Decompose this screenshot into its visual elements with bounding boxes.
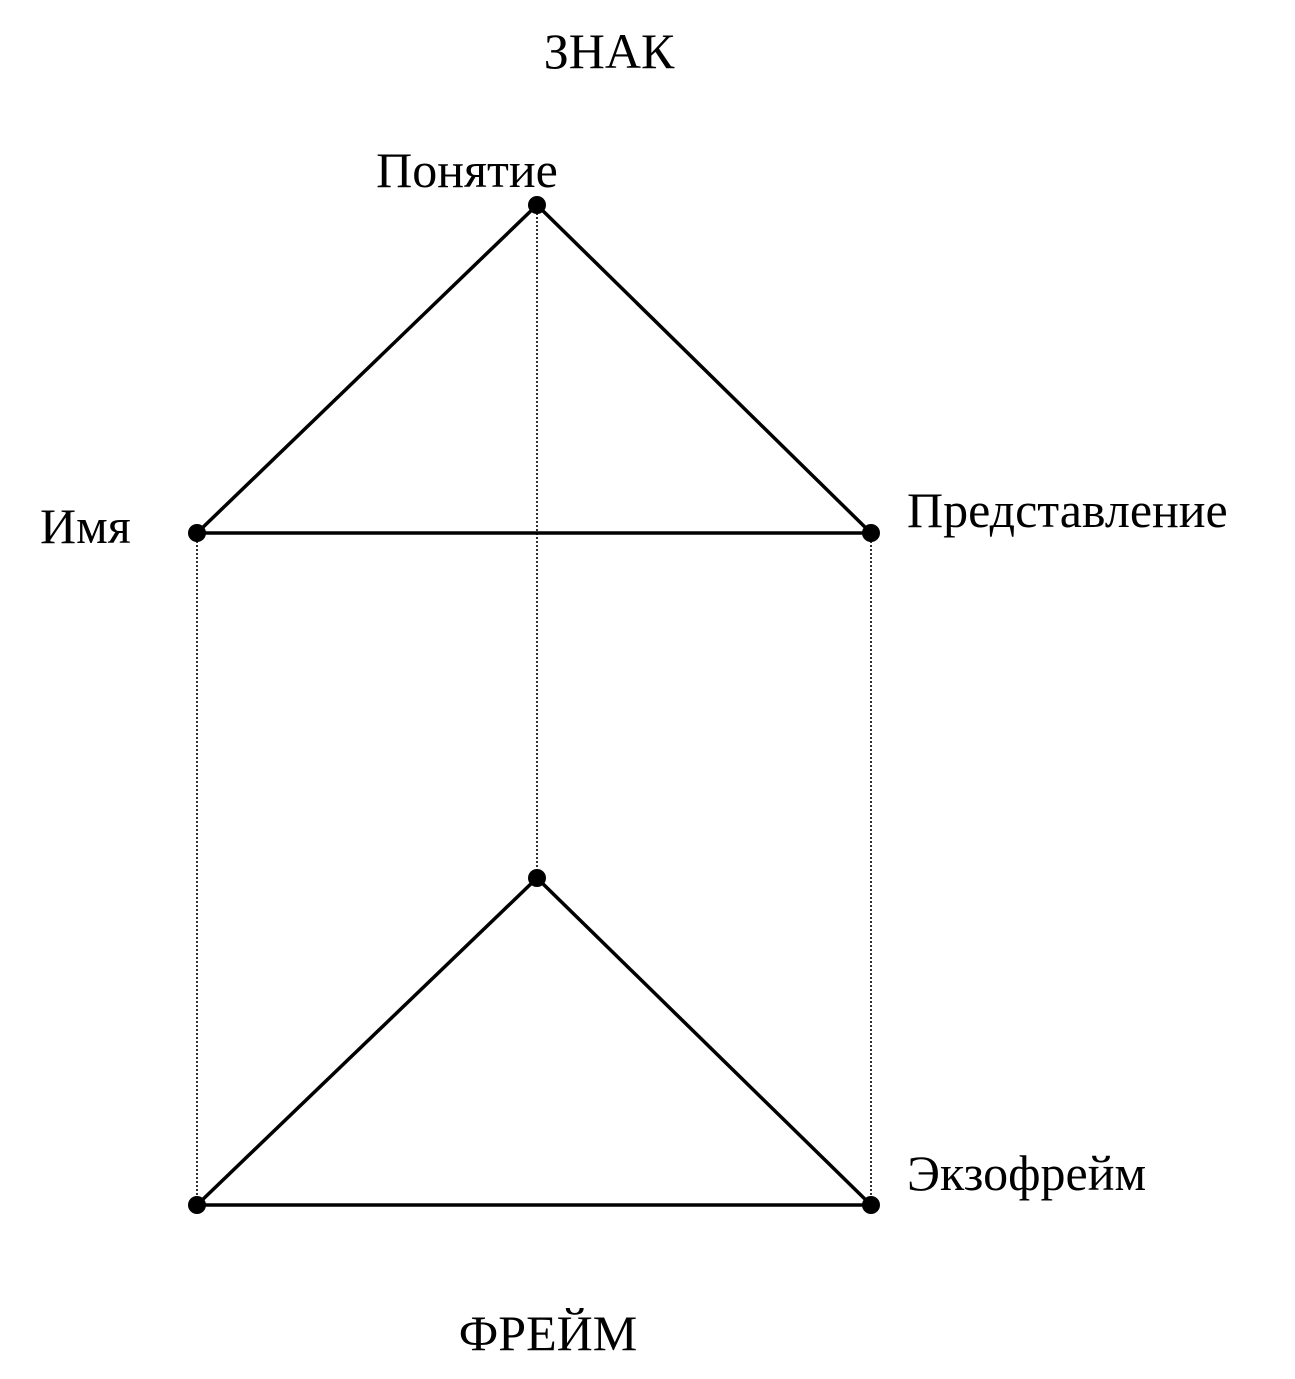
node-representation: [862, 524, 880, 542]
node-name: [188, 524, 206, 542]
label-representation: Представление: [907, 482, 1228, 538]
label-name: Имя: [40, 498, 131, 554]
edge-concept-representation: [535, 203, 873, 535]
label-exoframe: Экзофрейм: [907, 1145, 1146, 1201]
node-exoframe: [862, 1196, 880, 1214]
bottom-title: ФРЕЙМ: [459, 1305, 637, 1361]
label-concept: Понятие: [376, 142, 558, 198]
top-title: ЗНАК: [544, 23, 675, 79]
edge-frame-apex-right: [535, 876, 873, 1207]
node-frame-apex: [528, 869, 546, 887]
edge-frame-apex-left: [195, 876, 539, 1207]
node-concept: [528, 196, 546, 214]
edge-concept-name: [195, 203, 539, 535]
node-frame-left: [188, 1196, 206, 1214]
